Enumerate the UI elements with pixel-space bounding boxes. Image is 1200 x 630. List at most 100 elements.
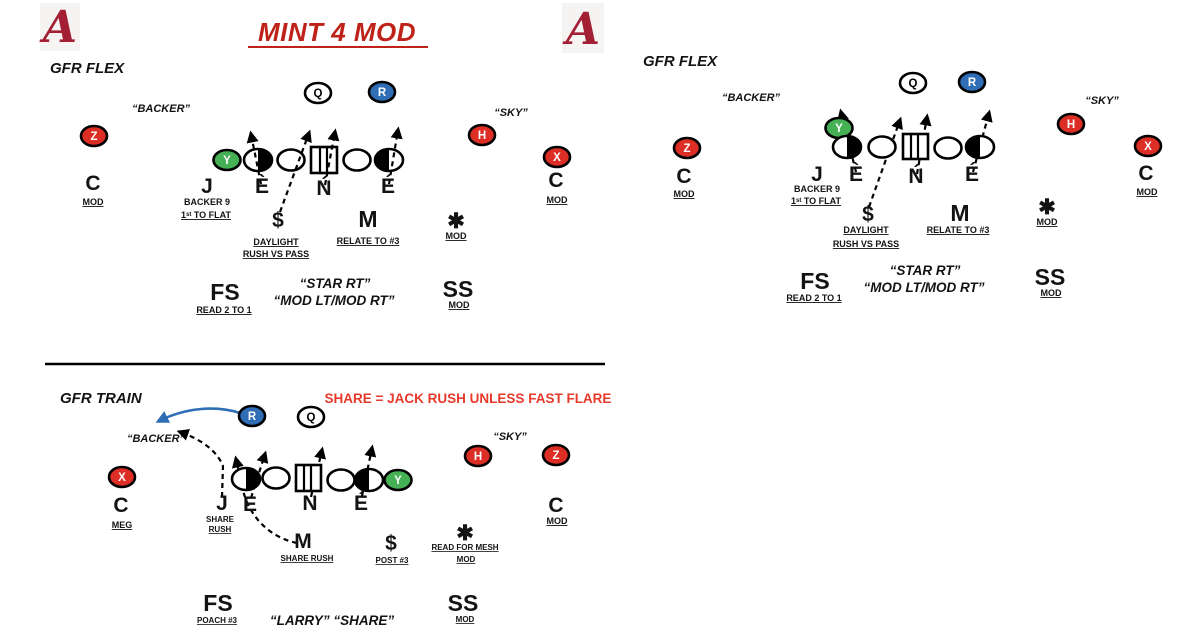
rush-arrow-end-right	[387, 126, 403, 185]
rush-arrow-end-left	[249, 450, 269, 499]
tightend-y-marker	[383, 468, 413, 492]
receiver-x-marker	[107, 465, 137, 489]
slide-header: A A MINT 4 MOD	[39, 2, 604, 55]
corner-right-note: MOD	[547, 516, 568, 526]
receiver-x-label: X	[553, 152, 561, 164]
rush-arrow-end-right	[360, 444, 377, 497]
star-note: MOD	[1037, 217, 1058, 227]
rush-arrow-nose	[309, 446, 326, 498]
receiver-z-marker	[79, 124, 109, 148]
star-label: ✱	[1038, 196, 1056, 219]
runningback-marker	[237, 404, 267, 428]
mike-label: M	[294, 530, 312, 553]
tightend-y-label: Y	[394, 475, 402, 487]
receiver-z-marker	[672, 136, 702, 160]
jack-note-1: BACKER 9	[794, 184, 840, 194]
left-tackle-shade	[847, 136, 861, 158]
corner-right-label: C	[1138, 162, 1153, 185]
jack-label: J	[811, 163, 823, 186]
strong-safety-label: SS	[448, 590, 479, 616]
receiver-x-label: X	[118, 472, 126, 484]
money-label: $	[862, 203, 874, 226]
free-safety-label: FS	[203, 590, 232, 616]
receiver-h-label: H	[474, 451, 482, 463]
end-right-label: É	[381, 175, 395, 198]
rush-arrow-money	[278, 129, 312, 213]
diagram-gfr-train: GFR TRAIN SHARE = JACK RUSH UNLESS FAST …	[45, 362, 611, 628]
left-tackle-shade	[258, 149, 272, 171]
alabama-logo-bg	[562, 3, 604, 53]
corner-left-label: C	[113, 494, 128, 517]
money-note: POST #3	[376, 556, 409, 565]
jack-note-1: SHARE	[206, 515, 235, 524]
call-label-2: “MOD LT/MOD RT”	[274, 293, 395, 308]
strong-safety-note: MOD	[456, 615, 475, 624]
nose-label: Ń	[908, 165, 923, 188]
diagram-gfr-flex-right: GFR FLEX “BACKER” “SKY” Z Q R H X Y C M	[643, 53, 1163, 303]
receiver-x-marker	[542, 145, 572, 169]
receiver-x-marker	[1133, 134, 1163, 158]
sky-call-label: “SKY”	[494, 107, 528, 119]
quarterback-marker	[303, 81, 333, 105]
section-label: GFR TRAIN	[60, 390, 143, 407]
end-right-label: É	[965, 163, 979, 186]
money-note-2: RUSH VS PASS	[243, 249, 309, 259]
right-tackle-shade	[375, 149, 389, 171]
right-guard-marker	[342, 148, 372, 172]
jack-note-2: RUSH	[209, 525, 232, 534]
right-tackle-shade	[966, 136, 980, 158]
receiver-z-label: Z	[683, 143, 690, 155]
jack-chase-path	[176, 429, 225, 498]
quarterback-label: Q	[307, 412, 316, 424]
receiver-h-label: H	[1067, 119, 1075, 131]
receiver-x-label: X	[1144, 141, 1152, 153]
strong-safety-note: MOD	[449, 300, 470, 310]
left-guard-marker	[261, 466, 291, 490]
jack-label: J	[216, 492, 228, 515]
left-guard-marker	[867, 135, 897, 159]
runningback-marker	[957, 70, 987, 94]
page-title: MINT 4 MOD	[258, 17, 416, 47]
money-note-2: RUSH VS PASS	[833, 239, 899, 249]
receiver-h-marker	[463, 444, 493, 468]
backer-call-label: “BACKER”	[127, 433, 186, 445]
money-label: $	[272, 209, 284, 232]
alabama-logo-bg	[40, 3, 80, 51]
mike-label: M	[358, 206, 377, 232]
left-guard-marker	[276, 148, 306, 172]
rb-flare-motion-path	[155, 407, 241, 423]
quarterback-label: Q	[314, 88, 323, 100]
star-note-2: MOD	[457, 555, 476, 564]
mike-note: SHARE RUSH	[281, 554, 334, 563]
corner-right-label: C	[548, 494, 563, 517]
quarterback-marker	[898, 71, 928, 95]
end-left-label: E	[243, 493, 257, 516]
jack-note-2: 1ˢᵗ TO FLAT	[791, 196, 842, 206]
runningback-label: R	[378, 87, 387, 99]
call-label-2: “MOD LT/MOD RT”	[864, 280, 985, 295]
end-left-label: È	[255, 175, 269, 198]
corner-left-note: MOD	[674, 189, 695, 199]
backer-call-label: “BACKER”	[722, 92, 781, 104]
corner-left-note: MEG	[112, 520, 133, 530]
jack-note-1: BACKER 9	[184, 197, 230, 207]
center-marker	[901, 132, 930, 161]
free-safety-label: FS	[800, 268, 829, 294]
left-tackle-shade	[246, 468, 260, 490]
quarterback-marker	[296, 405, 326, 429]
quarterback-label: Q	[909, 78, 918, 90]
right-guard-marker	[933, 136, 963, 160]
star-note-1: READ FOR MESH	[431, 543, 498, 552]
right-tackle-shade	[355, 469, 369, 491]
receiver-h-marker	[1056, 112, 1086, 136]
jack-label: J	[201, 175, 213, 198]
money-note-1: DAYLIGHT	[253, 237, 299, 247]
free-safety-note: POACH #3	[197, 616, 238, 625]
money-note-1: DAYLIGHT	[843, 225, 889, 235]
star-note: MOD	[446, 231, 467, 241]
tightend-y-marker	[212, 148, 242, 172]
rush-arrow-money	[867, 116, 903, 208]
tightend-y-label: Y	[835, 123, 843, 135]
alabama-logo-icon: A	[39, 2, 77, 53]
